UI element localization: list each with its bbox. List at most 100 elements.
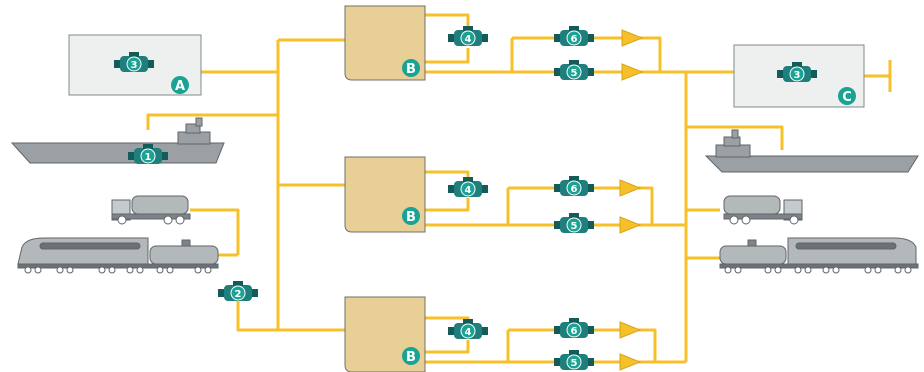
pump-cap: [569, 176, 579, 181]
site-letter: B: [406, 350, 416, 365]
pump-number: 5: [571, 68, 578, 79]
pump-number-circle: [566, 354, 582, 370]
pipe-b2-pump4-in: [425, 170, 470, 180]
pump-cap: [569, 213, 579, 218]
pump-cap: [463, 319, 473, 324]
pump-inlet: [448, 327, 455, 335]
pump-outlet: [481, 185, 488, 193]
pump-outlet: [161, 152, 168, 160]
pump-outlet: [587, 184, 594, 192]
pump-number: 6: [571, 184, 578, 195]
strainer-icon: [621, 63, 644, 81]
pump-inlet: [448, 185, 455, 193]
site-badge: A: [171, 76, 189, 94]
site-letter: B: [406, 210, 416, 225]
pump-icon: 5: [554, 350, 594, 370]
pump-outlet: [251, 289, 258, 297]
pump-number: 4: [465, 327, 472, 338]
pump-icon: 4: [448, 319, 488, 339]
pipe-pump2-out: [236, 300, 278, 332]
ship-icon: [10, 117, 225, 164]
pump-outlet: [810, 70, 817, 78]
pump-number: 2: [235, 289, 242, 300]
pump-number: 5: [571, 358, 578, 369]
pump-outlet: [147, 60, 154, 68]
pump-icon: 6: [554, 318, 594, 338]
pump-number-circle: [789, 66, 805, 82]
pump-inlet: [448, 34, 455, 42]
ship-icon: [704, 129, 919, 173]
pump-number-circle: [230, 285, 246, 301]
pump-inlet: [554, 34, 561, 42]
pump-cap: [569, 26, 579, 31]
pump-number-circle: [566, 30, 582, 46]
pipe-to-ship: [686, 125, 784, 150]
pipe-b3-pump4-out: [425, 340, 470, 354]
pump-inlet: [218, 289, 225, 297]
pump-number: 3: [794, 70, 801, 81]
pump-number-circle: [460, 181, 476, 197]
pump-cap: [569, 60, 579, 65]
pump-number: 4: [465, 34, 472, 45]
badge-circle: [171, 76, 189, 94]
pump-outlet: [587, 34, 594, 42]
tanker-truck-icon: [111, 195, 191, 225]
pump-inlet: [554, 68, 561, 76]
strainers: [619, 29, 644, 371]
pipe-truck-feed: [190, 208, 240, 255]
pump-icon: 3: [777, 62, 817, 82]
pump-outlet: [587, 358, 594, 366]
site-badge: C: [838, 87, 856, 105]
strainer-icon: [621, 29, 644, 47]
pump-icon: 5: [554, 60, 594, 80]
pump-cap: [143, 144, 153, 149]
pump-cap: [233, 281, 243, 286]
pump-outlet: [481, 327, 488, 335]
badge-circle: [402, 59, 420, 77]
tanker-truck-icon: [723, 195, 803, 225]
pump-inlet: [777, 70, 784, 78]
site-badge: B: [402, 59, 420, 77]
rail-tank-car-icon: [17, 237, 219, 274]
pump-number-circle: [460, 323, 476, 339]
pump-icon: 3: [114, 52, 154, 72]
rail-tank-car-icon: [719, 237, 919, 274]
badge-circle: [838, 87, 856, 105]
pump-number-circle: [566, 322, 582, 338]
pump-outlet: [587, 221, 594, 229]
site-letter: C: [842, 90, 852, 105]
pipe-network: [146, 13, 892, 364]
pump-cap: [792, 62, 802, 67]
pump-number: 3: [131, 60, 138, 71]
site-letter: A: [175, 79, 185, 94]
pipe-b1-pump4-out: [425, 48, 470, 64]
strainer-icon: [619, 353, 642, 371]
pump-icon: 2: [218, 281, 258, 301]
pump-cap: [569, 318, 579, 323]
pump-number-circle: [566, 64, 582, 80]
pump-icon: 5: [554, 213, 594, 233]
pump-outlet: [481, 34, 488, 42]
strainer-icon: [619, 216, 642, 234]
pump-icon: 1: [128, 144, 168, 164]
pump-number-circle: [460, 30, 476, 46]
strainer-icon: [619, 321, 642, 339]
pipe-b1-pump4-in: [425, 13, 470, 28]
pump-number: 4: [465, 185, 472, 196]
pump-outlet: [587, 68, 594, 76]
pump-icon: 6: [554, 176, 594, 196]
pump-outlet: [587, 326, 594, 334]
pump-cap: [463, 26, 473, 31]
pump-number-circle: [126, 56, 142, 72]
pump-icon: 4: [448, 26, 488, 46]
pump-inlet: [554, 221, 561, 229]
strainer-icon: [619, 179, 642, 197]
site-badge: B: [402, 207, 420, 225]
pump-inlet: [128, 152, 135, 160]
pump-number: 1: [145, 152, 152, 163]
pump-cap: [129, 52, 139, 57]
pipe-ship-feed: [146, 113, 278, 130]
